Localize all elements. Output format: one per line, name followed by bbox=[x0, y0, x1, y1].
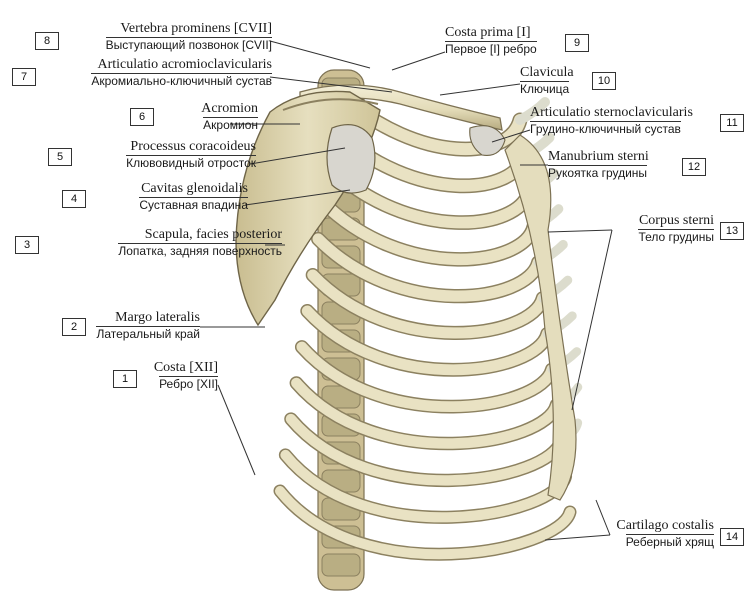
label-number-7: 7 bbox=[12, 68, 36, 86]
label-latin: Margo lateralis bbox=[115, 310, 200, 325]
label-number-11: 11 bbox=[720, 114, 744, 132]
rib bbox=[291, 377, 562, 449]
label-russian: Ребро [XII] bbox=[159, 376, 218, 391]
leader-line-5 bbox=[249, 147, 346, 165]
rib bbox=[317, 197, 540, 266]
label-russian: Клювовидный отросток bbox=[126, 155, 256, 170]
rib bbox=[307, 269, 549, 339]
sternum bbox=[504, 134, 577, 501]
label-russian: Акромиально-ключичный сустав bbox=[91, 73, 272, 88]
label-acromion: Acromion Акромион bbox=[158, 100, 258, 133]
leader-line-8 bbox=[269, 40, 371, 69]
scapula bbox=[235, 90, 381, 327]
label-vertebra-prominens: Vertebra prominens [CVII] Выступающий по… bbox=[62, 20, 272, 53]
leader-line-7 bbox=[269, 76, 393, 93]
rib bbox=[275, 486, 575, 560]
label-margo-lateralis: Margo lateralis Латеральный край bbox=[88, 309, 200, 342]
rib bbox=[301, 305, 553, 376]
label-number-10: 10 bbox=[592, 72, 616, 90]
label-articulatio-acromioclavicularis: Articulatio acromioclavicularis Акромиал… bbox=[40, 56, 272, 89]
label-manubrium-sterni: Manubrium sterni Рукоятка грудины bbox=[548, 148, 676, 181]
leader-line-10 bbox=[439, 83, 521, 96]
label-latin: Vertebra prominens [CVII] bbox=[120, 21, 272, 36]
label-cartilago-costalis: Cartilago costalis Реберный хрящ bbox=[602, 517, 714, 550]
leader-line-1 bbox=[217, 384, 256, 476]
label-latin: Acromion bbox=[201, 101, 258, 116]
label-latin: Cartilago costalis bbox=[616, 518, 714, 533]
leader-line-14b bbox=[595, 499, 611, 536]
label-number-13: 13 bbox=[720, 222, 744, 240]
label-russian: Рукоятка грудины bbox=[548, 165, 648, 180]
label-russian: Тело грудины bbox=[638, 229, 714, 244]
label-russian: Лопатка, задняя поверхность bbox=[118, 243, 282, 258]
label-scapula-facies-posterior: Scapula, facies posterior Лопатка, задня… bbox=[42, 226, 282, 259]
label-latin: Manubrium sterni bbox=[548, 149, 649, 164]
leader-line-14 bbox=[544, 534, 611, 541]
label-latin: Corpus sterni bbox=[638, 213, 714, 228]
label-latin: Processus coracoideus bbox=[130, 139, 256, 154]
label-russian: Грудино-ключичный сустав bbox=[530, 121, 681, 136]
label-number-4: 4 bbox=[62, 190, 86, 208]
label-russian: Реберный хрящ bbox=[625, 534, 714, 549]
label-latin: Costa prima [I] bbox=[445, 25, 531, 40]
label-latin: Clavicula bbox=[520, 65, 574, 80]
label-russian: Ключица bbox=[520, 81, 570, 96]
leader-line-13 bbox=[571, 229, 613, 411]
label-articulatio-sternoclavicularis: Articulatio sternoclavicularis Грудино-к… bbox=[530, 104, 715, 137]
leader-line-13b bbox=[547, 229, 613, 233]
label-russian: Выступающий позвонок [CVII] bbox=[105, 37, 272, 52]
label-clavicula: Clavicula Ключица bbox=[520, 64, 590, 97]
leader-line-9 bbox=[391, 51, 446, 71]
label-latin: Scapula, facies posterior bbox=[144, 227, 282, 242]
label-number-12: 12 bbox=[682, 158, 706, 176]
label-number-1: 1 bbox=[113, 370, 137, 388]
label-latin: Articulatio acromioclavicularis bbox=[97, 57, 272, 72]
rib bbox=[312, 233, 544, 302]
label-latin: Articulatio sternoclavicularis bbox=[530, 105, 693, 120]
costal-cartilage bbox=[515, 97, 550, 125]
label-number-3: 3 bbox=[15, 236, 39, 254]
label-latin: Cavitas glenoidalis bbox=[141, 181, 248, 196]
rib bbox=[285, 413, 567, 486]
rib bbox=[296, 341, 558, 412]
label-russian: Акромион bbox=[203, 117, 258, 132]
label-russian: Суставная впадина bbox=[139, 197, 248, 212]
label-number-5: 5 bbox=[48, 148, 72, 166]
label-russian: Первое [I] ребро bbox=[445, 41, 537, 56]
label-number-6: 6 bbox=[130, 108, 154, 126]
label-costa-xii: Costa [XII] Ребро [XII] bbox=[140, 359, 218, 392]
label-latin: Costa [XII] bbox=[153, 360, 218, 375]
leader-line-11 bbox=[491, 129, 531, 143]
label-russian: Латеральный край bbox=[96, 326, 200, 341]
label-number-9: 9 bbox=[565, 34, 589, 52]
leader-lines bbox=[200, 40, 613, 541]
label-number-8: 8 bbox=[35, 32, 59, 50]
label-number-2: 2 bbox=[62, 318, 86, 336]
vertebra bbox=[321, 553, 361, 577]
label-costa-prima: Costa prima [I] Первое [I] ребро bbox=[445, 24, 557, 57]
label-cavitas-glenoidalis: Cavitas glenoidalis Суставная впадина bbox=[90, 180, 248, 213]
leader-line-4 bbox=[244, 189, 351, 206]
label-number-14: 14 bbox=[720, 528, 744, 546]
label-corpus-sterni: Corpus sterni Тело грудины bbox=[606, 212, 714, 245]
label-processus-coracoideus: Processus coracoideus Клювовидный отрост… bbox=[76, 138, 256, 171]
